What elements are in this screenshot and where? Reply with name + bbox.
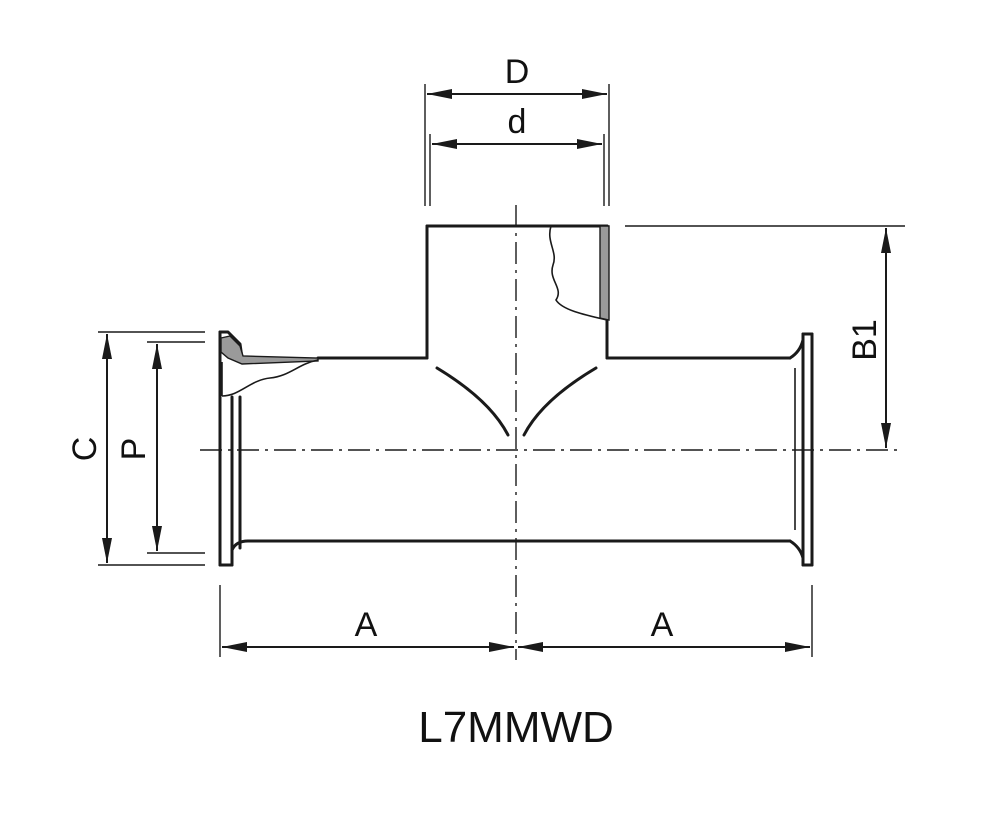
dimension-B1 — [625, 225, 905, 448]
label-A-right: A — [651, 606, 674, 644]
dimension-P — [147, 341, 205, 554]
right-ferrule — [788, 332, 814, 567]
dimension-D — [424, 84, 610, 206]
dimension-d — [429, 134, 605, 206]
left-ferrule — [218, 330, 319, 567]
label-d: d — [508, 103, 527, 141]
label-P: P — [115, 438, 153, 461]
label-A-left: A — [355, 606, 378, 644]
dimension-A — [219, 585, 813, 657]
dimension-C — [98, 331, 205, 566]
model-caption: L7MMWD — [418, 703, 614, 752]
label-D: D — [505, 53, 530, 91]
label-B1: B1 — [846, 319, 884, 361]
label-C: C — [66, 437, 104, 462]
branch-section-cut — [549, 225, 610, 321]
tee-body — [246, 224, 792, 543]
